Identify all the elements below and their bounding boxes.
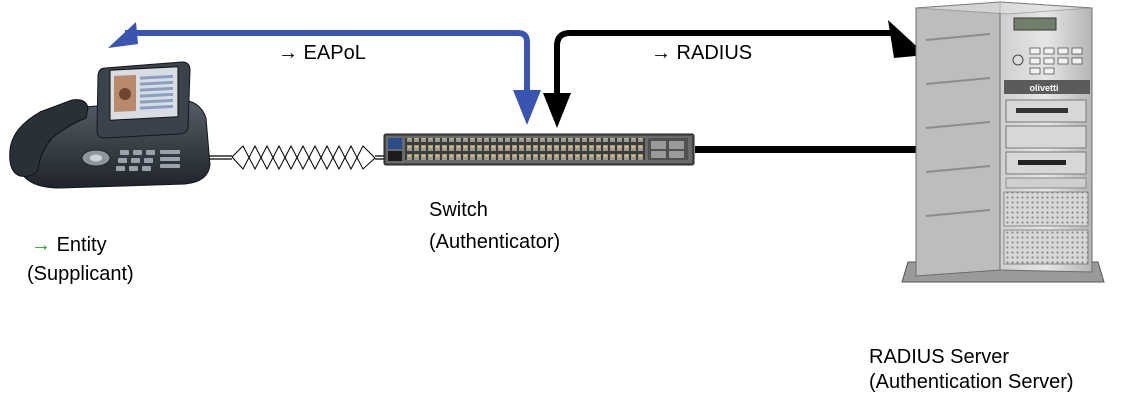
power-button-icon: [1012, 54, 1024, 66]
entity-label-row: → Entity: [31, 233, 107, 257]
radius-label: → RADIUS: [651, 42, 753, 64]
switch-role-label: (Authenticator): [429, 231, 561, 253]
network-switch: [383, 133, 695, 166]
eapol-label: → EAPoL: [278, 42, 366, 64]
server-role-label: (Authentication Server): [869, 371, 1074, 393]
server-name-label: RADIUS Server: [869, 346, 1010, 368]
entity-name-label: Entity: [56, 234, 107, 256]
entity-role-label: (Supplicant): [27, 263, 134, 285]
eapol-arrow: [108, 22, 541, 125]
switch-name-label: Switch: [429, 199, 488, 221]
radius-arrow: [543, 20, 926, 128]
phone-cable: [203, 144, 395, 171]
server-brand-label: olivetti: [1029, 83, 1058, 93]
ethernet-link: [695, 146, 920, 153]
ip-phone: [9, 61, 211, 189]
radius-server: olivetti: [901, 1, 1105, 283]
green-arrow-icon: →: [31, 234, 51, 256]
switch-logo-icon: [388, 138, 402, 149]
